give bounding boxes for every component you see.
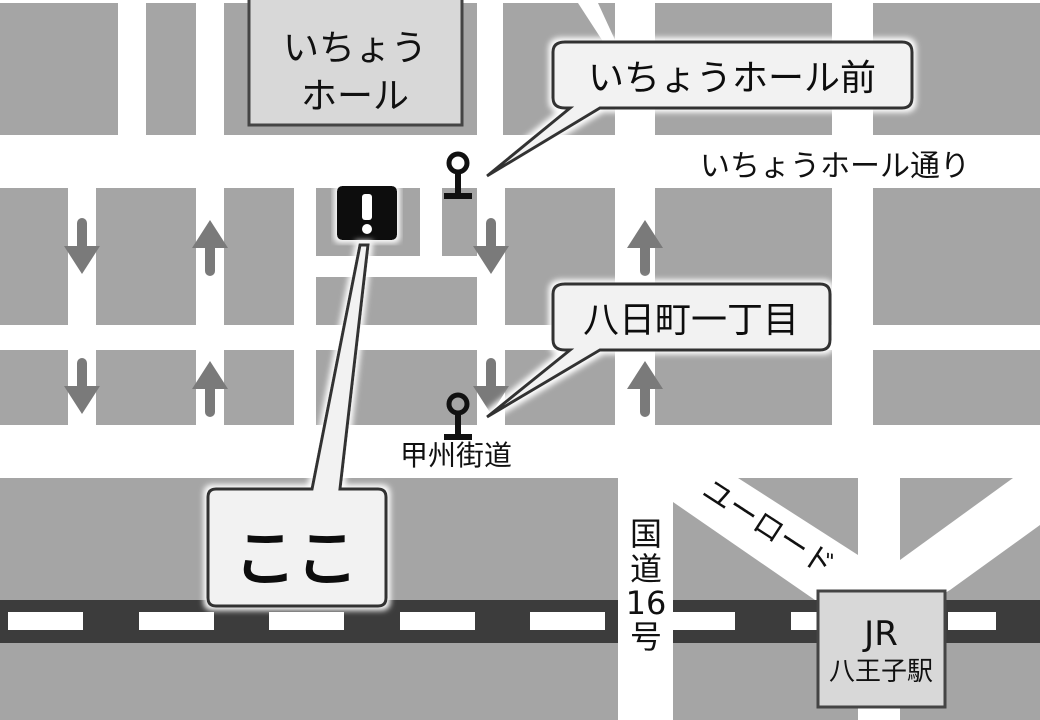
ichou-hall-building: いちょう ホール xyxy=(247,0,464,127)
callout-ichou-hall-mae: いちょうホール前 xyxy=(486,40,914,178)
station-label-name: 八王子駅 xyxy=(829,657,933,687)
hall-label-line2: ホール xyxy=(301,76,409,117)
hall-label-line1: いちょう xyxy=(283,28,427,69)
callout-here: ここ xyxy=(206,243,388,608)
road-label-koshu-kaido: 甲州街道 xyxy=(400,439,512,472)
road-label-route16: 国 道 16 号 xyxy=(626,515,667,656)
route16-char: 国 xyxy=(630,515,662,553)
callout-label: 八日町一丁目 xyxy=(583,300,799,341)
hachioji-station: JR 八王子駅 xyxy=(816,589,947,709)
road-label-ichou-hall-dori: いちょうホール通り xyxy=(700,149,970,184)
callout-yokamachi-1chome: 八日町一丁目 xyxy=(486,282,832,419)
here-label: ここ xyxy=(234,522,358,595)
route16-char: 道 xyxy=(630,550,662,588)
route16-char: 号 xyxy=(630,618,662,656)
exclamation-icon[interactable] xyxy=(337,186,397,240)
callout-label: いちょうホール前 xyxy=(588,58,876,99)
route16-char: 16 xyxy=(626,584,667,622)
station-label-jr: JR xyxy=(862,614,898,654)
